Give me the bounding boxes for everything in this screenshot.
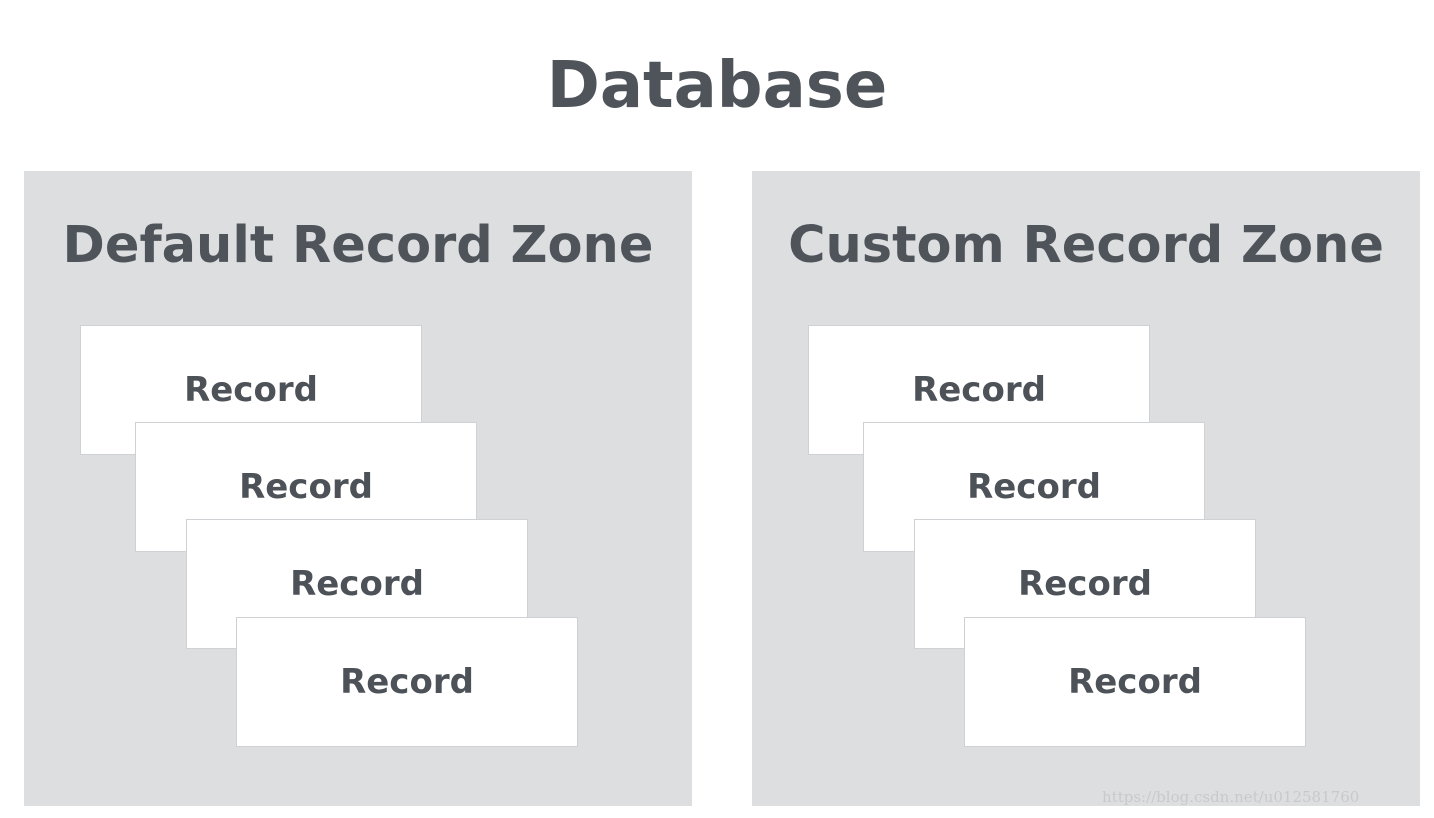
database-title: Database	[546, 49, 888, 123]
record-label: Record	[912, 370, 1046, 410]
record-label: Record	[1018, 564, 1152, 604]
record-label: Record	[184, 370, 318, 410]
record-label: Record	[290, 564, 424, 604]
watermark-url: https://blog.csdn.net/u012581760	[1102, 788, 1360, 806]
custom-record-zone: Custom Record Zone Record Record Record …	[752, 171, 1420, 806]
record-card: Record	[236, 617, 578, 747]
record-label: Record	[239, 467, 373, 507]
record-card: Record	[964, 617, 1306, 747]
record-label: Record	[340, 662, 474, 702]
record-label: Record	[967, 467, 1101, 507]
default-record-zone: Default Record Zone Record Record Record…	[24, 171, 692, 806]
zone-title: Default Record Zone	[62, 216, 654, 275]
zone-title: Custom Record Zone	[788, 216, 1384, 275]
record-label: Record	[1068, 662, 1202, 702]
